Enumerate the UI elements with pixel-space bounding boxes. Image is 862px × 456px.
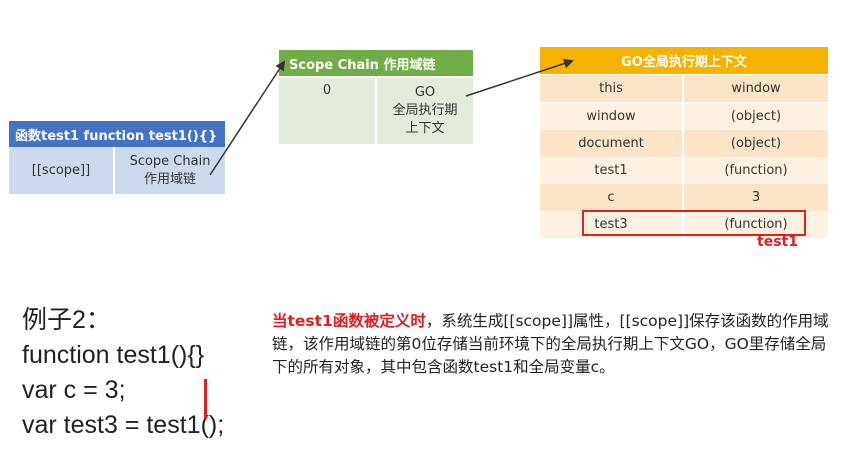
go-row-value: (function) <box>684 157 828 184</box>
scope-chain-index-cell: 0 <box>279 78 375 144</box>
go-cell-line2: 全局执行期 <box>392 103 458 118</box>
go-row: this window <box>540 75 828 102</box>
function-test1-header: 函数test1 function test1(){} <box>9 121 225 147</box>
description-body: ，系统生成[[scope]]属性，[[scope]]保存该函数的作用域链，该作用… <box>272 312 829 376</box>
test3-highlight-label: test1 <box>757 234 798 250</box>
code-line: function test1(){} <box>22 341 205 369</box>
go-row-value: 3 <box>684 184 828 211</box>
go-row-key: document <box>540 130 682 157</box>
go-cell-line1: GO <box>414 85 436 100</box>
go-row: c 3 <box>540 184 828 211</box>
code-line: var c = 3; <box>22 376 126 404</box>
go-row: window (object) <box>540 103 828 130</box>
scope-chain-header: Scope Chain 作用域链 <box>279 50 473 76</box>
description-text: 当test1函数被定义时，系统生成[[scope]]属性，[[scope]]保存… <box>272 310 832 379</box>
code-example: 例子2： function test1(){} var c = 3; var t… <box>22 303 224 443</box>
description-emphasis: 当test1函数被定义时 <box>272 312 426 330</box>
scope-to-chain-arrow <box>209 60 286 176</box>
go-cell-line3: 上下文 <box>405 121 445 136</box>
go-row-key: window <box>540 103 682 130</box>
code-line: var test3 = test1(); <box>22 411 225 439</box>
test3-highlight-box <box>582 210 806 236</box>
go-row-key: this <box>540 75 682 102</box>
go-row-value: (object) <box>684 130 828 157</box>
scope-property-cell: [[scope]] <box>9 147 113 194</box>
red-marker-line <box>204 379 207 419</box>
go-row: test1 (function) <box>540 157 828 184</box>
scope-chain-go-cell: GO 全局执行期 上下文 <box>377 78 473 144</box>
scope-chain-cell-line2: 作用域链 <box>143 171 196 187</box>
scope-chain-cell-line1: Scope Chain <box>129 153 211 169</box>
code-title: 例子2： <box>22 306 111 334</box>
go-row-key: c <box>540 184 682 211</box>
go-row-key: test3 <box>540 211 682 238</box>
scope-chain-cell: Scope Chain 作用域链 <box>115 147 225 194</box>
function-test1-table: 函数test1 function test1(){} [[scope]] Sco… <box>9 121 225 194</box>
scope-chain-table: Scope Chain 作用域链 0 GO 全局执行期 上下文 <box>279 50 473 144</box>
go-row-value: window <box>684 75 828 102</box>
go-context-header: GO全局执行期上下文 <box>540 47 828 74</box>
go-row: document (object) <box>540 130 828 157</box>
go-row-key: test1 <box>540 157 682 184</box>
chain-to-go-arrow <box>465 58 574 97</box>
go-row-value: (object) <box>684 103 828 130</box>
